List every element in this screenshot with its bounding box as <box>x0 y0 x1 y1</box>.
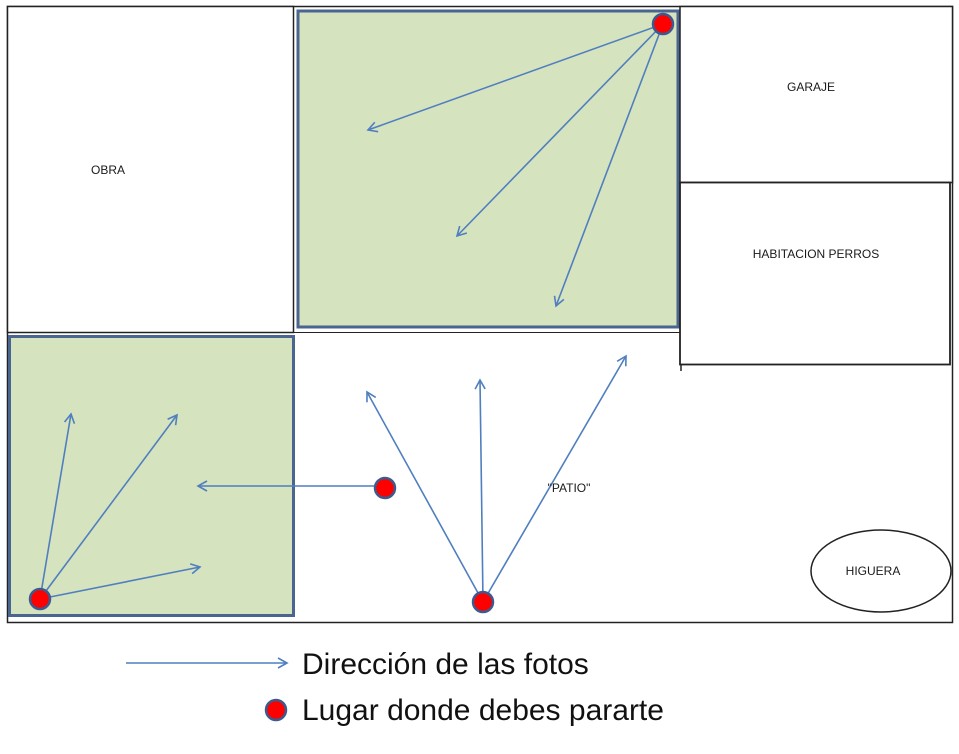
arrow-icon <box>455 23 664 238</box>
legend-dot-icon <box>264 698 288 722</box>
position-dot-icon <box>28 587 52 611</box>
label-habitacion-perros: HABITACION PERROS <box>753 247 879 261</box>
position-dot-icon <box>471 590 495 614</box>
label-patio: "PATIO" <box>548 481 591 495</box>
room-obra <box>6 5 295 334</box>
arrow-icon <box>474 378 486 603</box>
standing-positions <box>28 12 675 614</box>
higuera-tree-outline <box>810 529 952 613</box>
arrow-icon <box>553 23 664 308</box>
room-habitacion-perros <box>679 181 951 366</box>
position-dot-icon <box>651 12 675 36</box>
label-garaje: GARAJE <box>787 80 835 94</box>
legend-dot-label: Lugar donde debes pararte <box>302 694 664 727</box>
arrow-icon <box>366 23 664 133</box>
label-obra: OBRA <box>91 163 125 177</box>
legend: Dirección de las fotos Lugar donde debes… <box>126 648 664 727</box>
photo-direction-arrows <box>39 23 664 603</box>
highlighted-room-top <box>296 9 680 329</box>
arrow-icon <box>39 413 178 600</box>
position-dot-icon <box>373 476 397 500</box>
arrow-icon <box>482 354 627 603</box>
arrow-icon <box>366 390 484 603</box>
arrow-icon <box>39 563 202 600</box>
legend-arrow-label: Dirección de las fotos <box>302 648 589 681</box>
label-higuera: HIGUERA <box>846 564 901 578</box>
room-garaje <box>679 5 954 184</box>
highlighted-room-bottom-left <box>8 335 295 617</box>
arrow-icon <box>39 412 76 600</box>
